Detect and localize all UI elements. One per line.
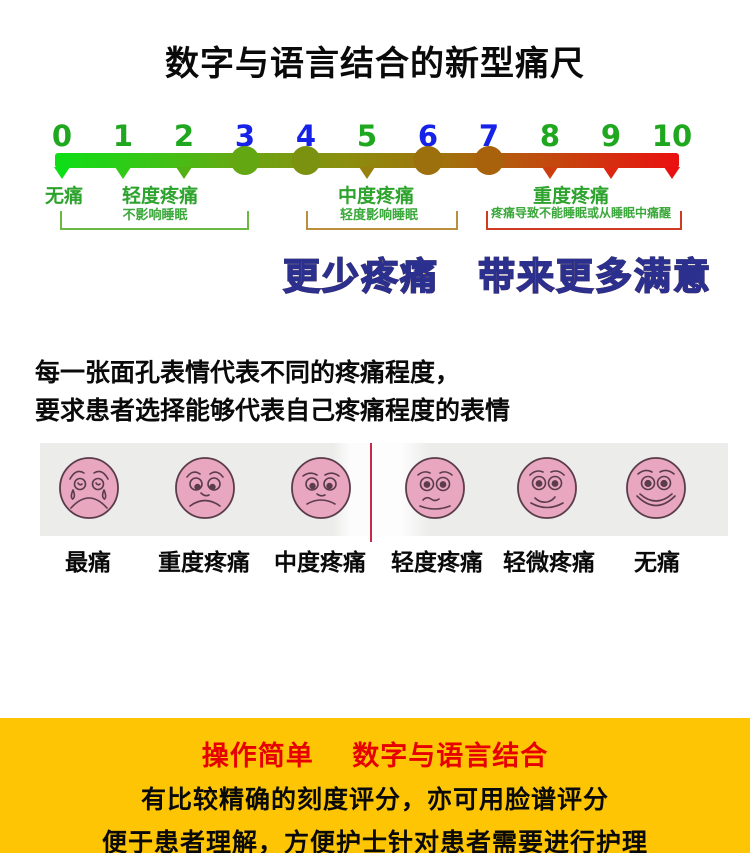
footer-line1: 有比较精确的刻度评分，亦可用脸谱评分 [140, 785, 609, 814]
scale-triangle-2 [176, 167, 192, 179]
slogan-wordart: 更少疼痛 带来更多满意 [282, 246, 712, 300]
scale-number-4: 4 [295, 119, 317, 153]
face-label-mild: 轻度疼痛 [391, 550, 483, 576]
scale-number-6: 6 [417, 119, 439, 153]
scale-number-3: 3 [234, 119, 256, 153]
sublabel-mild: 不影响睡眠 [122, 208, 188, 223]
scale-number-1: 1 [112, 119, 134, 153]
face-moderate-pain-icon [291, 457, 351, 519]
face-label-moderate: 中度疼痛 [274, 550, 366, 576]
faces-intro: 每一张面孔表情代表不同的疼痛程度， 要求患者选择能够代表自己疼痛程度的表情 [35, 354, 510, 430]
scale-number-9: 9 [600, 119, 622, 153]
scale-number-0: 0 [51, 119, 73, 153]
face-label-none: 无痛 [634, 550, 680, 576]
bottom-white-strip [0, 853, 750, 858]
sublabel-moderate: 轻度影响睡眠 [339, 208, 419, 223]
faces-intro-line1: 每一张面孔表情代表不同的疼痛程度， [35, 358, 461, 387]
bracket-mild [60, 211, 249, 230]
face-label-severe: 重度疼痛 [158, 550, 250, 576]
face-minimal-pain-icon [517, 457, 577, 519]
face-label-worst: 最痛 [65, 550, 111, 576]
scale-triangle-1 [115, 167, 131, 179]
scale-number-2: 2 [173, 119, 195, 153]
sublabel-severe: 疼痛导致不能睡眠或从睡眠中痛醒 [490, 206, 672, 220]
scale-triangle-0 [54, 167, 70, 179]
footer-banner: 操作简单 数字与语言结合 有比较精确的刻度评分，亦可用脸谱评分 便于患者理解，方… [0, 718, 750, 857]
page-title: 数字与语言结合的新型痛尺 [165, 44, 585, 84]
category-moderate-pain: 中度疼痛 [337, 185, 415, 207]
face-worst-pain-icon [59, 457, 119, 519]
category-no-pain: 无痛 [44, 185, 84, 207]
bracket-severe [486, 211, 682, 230]
scale-dot-3 [230, 146, 260, 175]
category-severe-pain: 重度疼痛 [532, 185, 610, 207]
scale-dot-7 [474, 146, 504, 175]
scale-triangle-10 [664, 167, 680, 179]
scale-gradient-bar [55, 153, 679, 168]
face-mild-pain-icon [405, 457, 465, 519]
vertical-red-line [370, 443, 372, 542]
pain-scale: 0 1 2 3 4 5 6 7 8 9 10 [0, 120, 750, 200]
footer-headline: 操作简单 数字与语言结合 [201, 741, 549, 772]
bracket-moderate [306, 211, 458, 230]
faces-intro-line2: 要求患者选择能够代表自己疼痛程度的表情 [35, 396, 511, 425]
footer-line2: 便于患者理解，方便护士针对患者需要进行护理 [101, 828, 648, 857]
scale-dot-6 [413, 146, 443, 175]
category-mild-pain: 轻度疼痛 [121, 185, 199, 207]
scale-triangle-8 [542, 167, 558, 179]
scale-triangle-9 [603, 167, 619, 179]
scale-triangle-5 [359, 167, 375, 179]
face-label-minimal: 轻微疼痛 [503, 550, 595, 576]
scale-dot-4 [291, 146, 321, 175]
face-no-pain-icon [626, 457, 686, 519]
scale-number-10: 10 [651, 119, 693, 153]
scale-number-5: 5 [356, 119, 378, 153]
face-severe-pain-icon [175, 457, 235, 519]
scale-number-8: 8 [539, 119, 561, 153]
scale-number-7: 7 [478, 119, 500, 153]
